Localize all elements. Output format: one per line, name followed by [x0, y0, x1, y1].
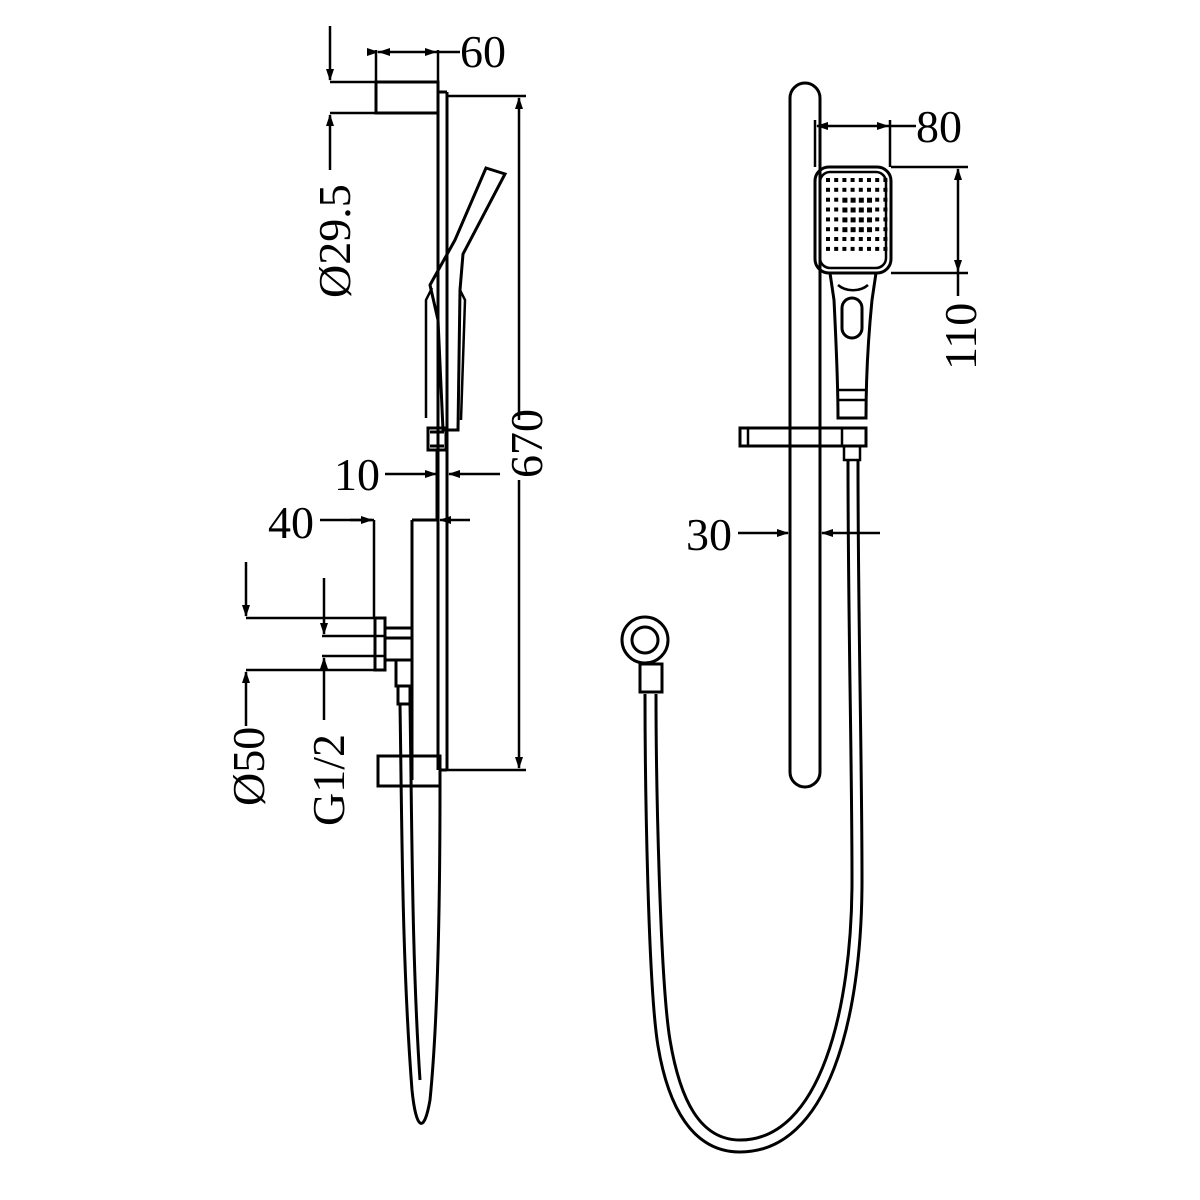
dim-rail-width: 30 [686, 509, 732, 560]
dim-rail-diameter: Ø29.5 [309, 184, 360, 298]
spray-nozzle [883, 237, 888, 241]
hose-front [654, 459, 854, 1142]
dim-rail-top-depth: 60 [460, 26, 506, 77]
spray-nozzle [834, 178, 839, 182]
spray-nozzle [883, 178, 888, 182]
spray-nozzle [858, 197, 864, 203]
spray-nozzle [826, 197, 830, 202]
dim-outlet-depth: 40 [268, 497, 314, 548]
spray-nozzle [867, 197, 872, 203]
spray-nozzle [883, 246, 888, 251]
spray-nozzle [826, 246, 830, 251]
spray-nozzle [850, 197, 856, 203]
spray-nozzle [834, 217, 839, 222]
dim-head-width: 80 [916, 101, 962, 152]
spray-nozzle [867, 207, 872, 213]
bottom-bracket [376, 754, 442, 788]
spray-nozzle [883, 217, 888, 222]
spray-nozzle [867, 227, 872, 233]
dim-head-height: 110 [935, 303, 986, 370]
spray-nozzle [875, 217, 880, 222]
dim-rail-length: 670 [501, 409, 552, 478]
dim-rail-offset: 10 [334, 449, 380, 500]
front-view [620, 81, 893, 1154]
spray-nozzle [875, 237, 880, 241]
spray-nozzle [858, 246, 863, 251]
spray-nozzle [875, 207, 880, 212]
rail-front [788, 81, 822, 789]
spray-nozzle [875, 197, 880, 202]
spray-nozzle [858, 237, 863, 241]
handle-button [840, 296, 864, 340]
spray-nozzle [834, 237, 839, 241]
spray-nozzle [883, 207, 888, 212]
slider-holder [738, 426, 868, 448]
side-view-dimensions: 60 Ø29.5 670 10 40 Ø50 G1/2 [223, 26, 552, 826]
handshower-handle [828, 271, 878, 420]
spray-nozzle [826, 217, 830, 222]
spray-nozzle [850, 178, 855, 182]
spray-nozzle [826, 227, 830, 232]
spray-nozzle [850, 187, 855, 192]
spray-nozzle [850, 246, 855, 251]
spray-nozzle [842, 237, 847, 241]
spray-nozzle [858, 207, 864, 213]
spray-nozzle [826, 178, 830, 182]
spray-nozzle [883, 197, 888, 202]
spray-nozzle [858, 187, 863, 192]
spray-nozzle [842, 207, 848, 213]
spray-nozzle [826, 187, 830, 192]
handshower-side [428, 166, 508, 432]
spray-nozzle [834, 227, 839, 232]
spray-nozzle [875, 246, 880, 251]
spray-nozzle [867, 246, 871, 251]
spray-nozzle [858, 227, 864, 233]
spray-nozzle [834, 246, 839, 251]
spray-nozzle [875, 178, 880, 182]
spray-nozzle [858, 217, 864, 223]
wall-outlet-ring [620, 615, 670, 665]
spray-nozzle [834, 207, 839, 212]
hose-nut [394, 658, 414, 688]
dim-outlet-diameter: Ø50 [223, 727, 274, 806]
spray-nozzle [842, 227, 848, 233]
spray-nozzle [834, 197, 839, 202]
front-view-dimensions: 80 110 30 [686, 101, 986, 560]
spray-nozzle [842, 246, 847, 251]
spray-nozzle [842, 197, 848, 203]
wall-outlet [373, 616, 387, 672]
spray-nozzle [842, 178, 847, 182]
spray-nozzle [883, 187, 888, 192]
spray-nozzle [867, 237, 871, 241]
spray-nozzle [875, 187, 880, 192]
spray-nozzle [842, 187, 847, 192]
spray-nozzle [834, 187, 839, 192]
hose-side [398, 703, 442, 1125]
spray-nozzle [850, 207, 856, 213]
side-view [373, 80, 508, 1125]
spray-nozzle [842, 217, 848, 223]
spray-nozzle [867, 187, 871, 192]
spray-nozzle [883, 227, 888, 232]
top-bracket [374, 80, 440, 115]
spray-nozzle [850, 227, 856, 233]
spray-nozzle [850, 217, 856, 223]
spray-nozzle [826, 207, 830, 212]
spray-nozzle [867, 217, 872, 223]
spray-nozzle [826, 237, 830, 241]
spray-nozzle [850, 237, 855, 241]
outlet-nut-front [638, 662, 664, 694]
spray-nozzle [867, 178, 871, 182]
spray-nozzle [875, 227, 880, 232]
nozzle-grid [826, 178, 888, 251]
spray-nozzle [858, 178, 863, 182]
dim-outlet-thread: G1/2 [303, 734, 354, 826]
